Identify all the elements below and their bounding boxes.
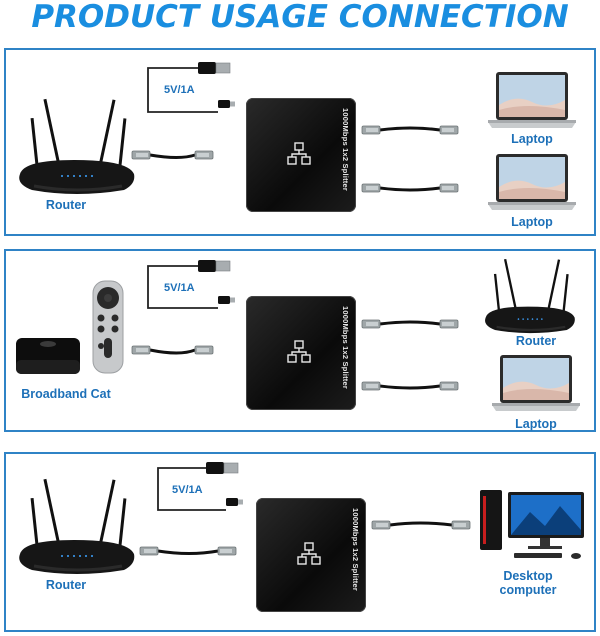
power-spec-label: 5V/1A <box>164 282 195 294</box>
power-spec-label: 5V/1A <box>172 484 203 496</box>
splitter-device: 1000Mbps 1x2 Splitter <box>256 498 366 612</box>
splitter-label: 1000Mbps 1x2 Splitter <box>351 508 360 591</box>
source-label: Router <box>45 198 87 212</box>
output-label: Router <box>515 334 557 348</box>
source-label: Broadband Cat <box>21 387 111 401</box>
page-title: PRODUCT USAGE CONNECTION <box>31 0 569 35</box>
output-label: Laptop <box>511 132 553 146</box>
output-label: Laptop <box>511 215 553 229</box>
ethernet-port-icon <box>287 142 311 165</box>
ethernet-port-icon <box>297 542 321 565</box>
splitter-label: 1000Mbps 1x2 Splitter <box>341 108 350 191</box>
splitter-device: 1000Mbps 1x2 Splitter <box>246 98 356 212</box>
power-spec-label: 5V/1A <box>164 84 195 96</box>
output-label: Laptop <box>515 417 557 431</box>
splitter-device: 1000Mbps 1x2 Splitter <box>246 296 356 410</box>
ethernet-port-icon <box>287 340 311 363</box>
source-label: Router <box>45 578 87 592</box>
output-label: Desktop computer <box>499 569 557 597</box>
splitter-label: 1000Mbps 1x2 Splitter <box>341 306 350 389</box>
